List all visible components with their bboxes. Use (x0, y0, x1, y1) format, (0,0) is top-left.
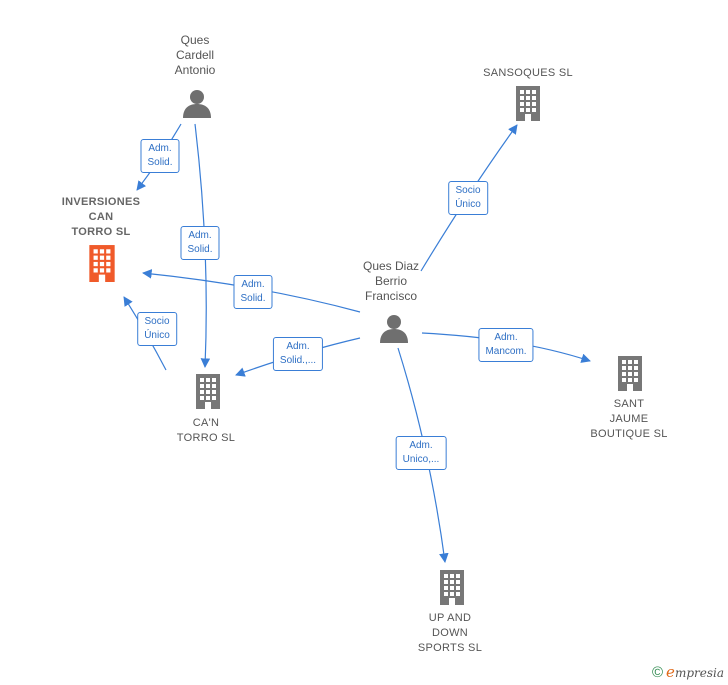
building-icon[interactable] (516, 86, 540, 121)
footer-brand[interactable]: ©empresia (652, 663, 724, 681)
node-label-can-torro[interactable]: CA'N TORRO SL (176, 417, 236, 444)
edge-label-ques-diaz-inversiones[interactable]: Adm. Solid. (233, 275, 273, 309)
edge-label-ques-diaz-can-torro[interactable]: Adm. Solid.,... (272, 337, 324, 371)
node-label-sant-jaume[interactable]: SANT JAUME BOUTIQUE SL (590, 398, 668, 440)
person-icon[interactable] (380, 315, 408, 343)
edge-label-ques-cardell-inversiones[interactable]: Adm. Solid. (140, 139, 180, 173)
edge-label-ques-diaz-sant-jaume[interactable]: Adm. Mancom. (478, 328, 534, 362)
building-icon[interactable] (196, 374, 220, 409)
node-label-inversiones[interactable]: INVERSIONES CAN TORRO SL (61, 196, 141, 238)
brand-initial: e (666, 663, 675, 681)
brand-name: mpresia (674, 666, 724, 680)
building-icon[interactable] (89, 245, 115, 282)
node-label-sansoques[interactable]: SANSOQUES SL (483, 67, 573, 79)
node-label-ques-diaz[interactable]: Ques Diaz Berrio Francisco (362, 259, 420, 303)
node-label-up-and-down[interactable]: UP AND DOWN SPORTS SL (417, 612, 483, 654)
edge-label-ques-cardell-can-torro[interactable]: Adm. Solid. (180, 226, 220, 260)
building-icon[interactable] (618, 356, 642, 391)
node-label-ques-cardell[interactable]: Ques Cardell Antonio (174, 33, 216, 77)
building-icon[interactable] (440, 570, 464, 605)
person-icon[interactable] (183, 90, 211, 118)
edge-label-ques-diaz-up-and-down[interactable]: Adm. Unico,... (395, 436, 447, 470)
copyright-icon: © (651, 664, 664, 681)
edge-label-can-torro-inversiones[interactable]: Socio Único (137, 312, 177, 346)
edge-label-ques-diaz-sansoques[interactable]: Socio Único (448, 181, 488, 215)
